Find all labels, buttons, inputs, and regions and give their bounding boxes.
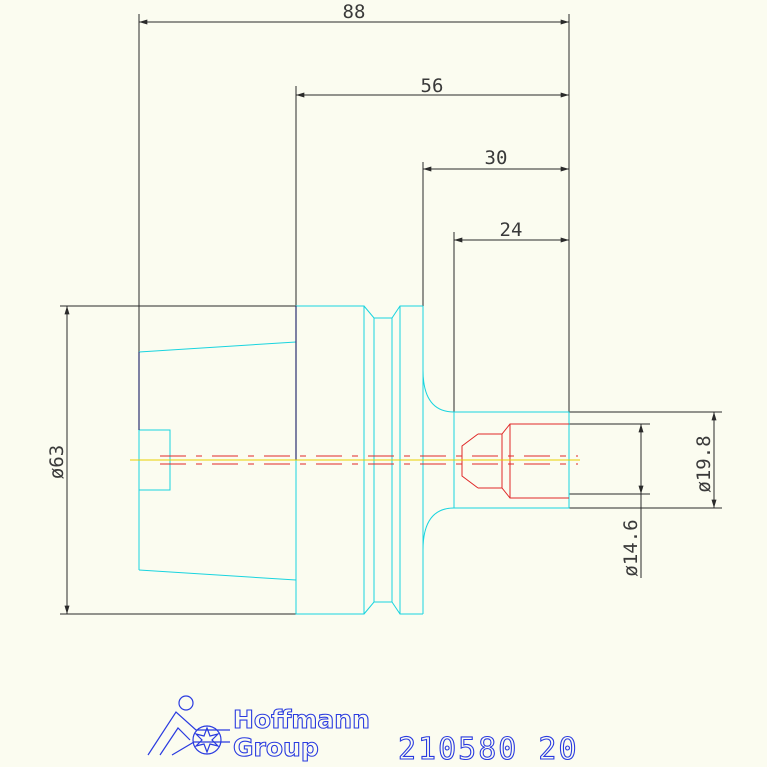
dim-label-d19-8: ø19.8 — [693, 435, 715, 492]
centerline — [130, 455, 580, 465]
dimension-lines — [64, 19, 717, 615]
dim-label-30: 30 — [485, 147, 508, 169]
logo-figure-icon — [147, 695, 230, 756]
edge-lines — [138, 306, 297, 460]
dimension-labels: 88 56 30 24 ø63 ø19.8 ø14.6 — [46, 1, 715, 577]
logo-line-2: Group — [233, 733, 319, 762]
dim-label-88: 88 — [343, 1, 366, 23]
dim-label-24: 24 — [500, 219, 523, 241]
hoffmann-logo: Hoffmann Group — [147, 695, 370, 763]
collet — [461, 423, 569, 499]
dim-label-56: 56 — [421, 75, 444, 97]
dim-label-d14-6: ø14.6 — [620, 519, 642, 576]
dim-label-d63: ø63 — [46, 445, 68, 479]
logo-line-1: Hoffmann — [233, 705, 370, 734]
part-number: 210580 20 — [398, 732, 579, 767]
